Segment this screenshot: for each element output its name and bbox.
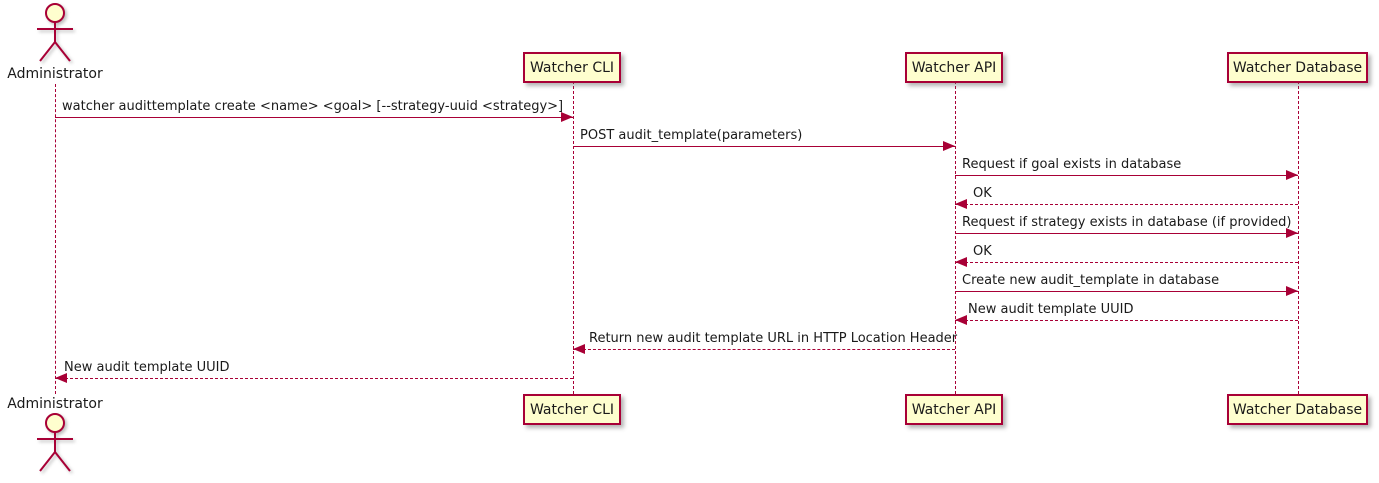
arrowhead-right-icon — [561, 112, 573, 122]
message-arrow — [955, 233, 1298, 234]
participant-watcher-api-bottom: Watcher API — [905, 394, 1003, 425]
message-arrow — [955, 204, 1298, 205]
lifeline-watcher-database — [1298, 81, 1299, 394]
message-arrow — [955, 320, 1298, 321]
message-label: watcher audittemplate create <name> <goa… — [62, 99, 564, 114]
lifeline-watcher-cli — [573, 81, 574, 394]
message-arrow — [955, 291, 1298, 292]
arrowhead-left-icon — [955, 199, 967, 209]
arrowhead-right-icon — [1286, 286, 1298, 296]
message-arrow — [955, 175, 1298, 176]
message-label: Request if strategy exists in database (… — [962, 215, 1292, 230]
message-label: New audit template UUID — [64, 360, 230, 375]
message-arrow — [573, 349, 955, 350]
message-arrow — [573, 146, 955, 147]
message-label: POST audit_template(parameters) — [580, 128, 803, 143]
actor-label-top: Administrator — [7, 66, 103, 82]
arrowhead-right-icon — [943, 141, 955, 151]
participant-watcher-database-top: Watcher Database — [1227, 52, 1368, 83]
participant-watcher-cli-top: Watcher CLI — [523, 52, 621, 83]
message-label: Return new audit template URL in HTTP Lo… — [589, 331, 958, 346]
lifeline-administrator — [55, 84, 56, 394]
arrowhead-left-icon — [573, 344, 585, 354]
arrowhead-left-icon — [955, 315, 967, 325]
participant-watcher-database-bottom: Watcher Database — [1227, 394, 1368, 425]
message-label: OK — [973, 244, 992, 259]
arrowhead-right-icon — [1286, 228, 1298, 238]
arrowhead-right-icon — [1286, 170, 1298, 180]
lifeline-watcher-api — [955, 81, 956, 394]
actor-icon — [37, 413, 73, 472]
actor-icon — [37, 3, 73, 62]
arrowhead-left-icon — [55, 373, 67, 383]
message-label: Create new audit_template in database — [962, 273, 1220, 288]
participant-watcher-api-top: Watcher API — [905, 52, 1003, 83]
message-label: OK — [973, 186, 992, 201]
message-label: New audit template UUID — [968, 302, 1134, 317]
message-label: Request if goal exists in database — [962, 157, 1182, 172]
arrowhead-left-icon — [955, 257, 967, 267]
message-arrow — [955, 262, 1298, 263]
participant-watcher-cli-bottom: Watcher CLI — [523, 394, 621, 425]
message-arrow — [55, 378, 573, 379]
actor-label-bottom: Administrator — [7, 396, 103, 412]
message-arrow — [55, 117, 573, 118]
